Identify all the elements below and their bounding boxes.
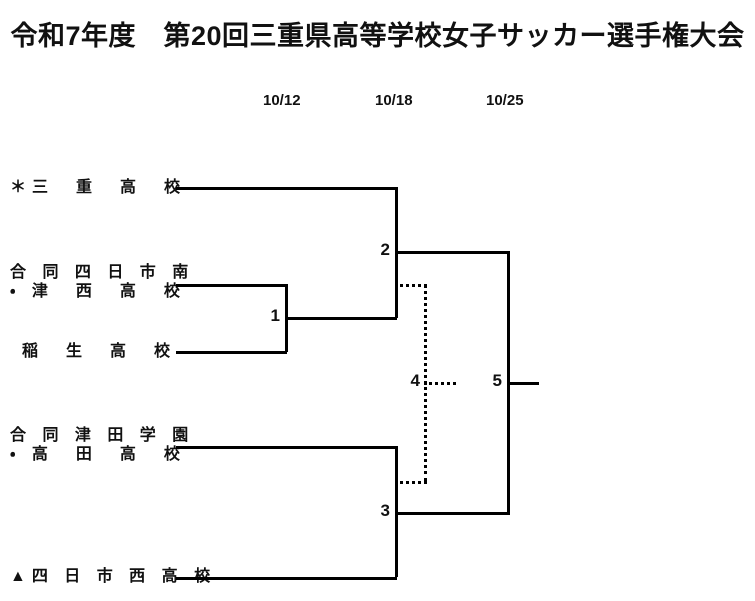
match-number-5: 5 [492,371,502,390]
team-yokkaichiminami-line1: 合 同 四 日 市 南 [10,264,195,281]
seed-star-icon: ＊ [10,179,33,196]
bracket-line-match-2-winner [395,251,510,254]
team-tsudagakuen-line2: ・ 高 田 高 校 [10,446,186,463]
bracket-line-yokkaichinishi-feed [176,577,397,580]
team-label-tsudagakuen-takada: 合 同 津 田 学 園 ・ 高 田 高 校 [10,426,195,464]
team-label-yokkaichiminami-tsunishi: 合 同 四 日 市 南 ・ 津 西 高 校 [10,263,195,301]
match-number-1: 1 [270,306,280,325]
round-date-3: 10/25 [486,92,524,109]
team-inou-line1: 稲 生 高 校 [21,343,176,360]
team-yokkaichiminami-line2: ・ 津 西 高 校 [10,283,186,300]
team-yokkaichinishi-line1: ▲四 日 市 西 高 校 [10,568,217,585]
seed-triangle-icon: ▲ [10,568,32,585]
round-date-1: 10/12 [263,92,301,109]
team-label-yokkaichinishi: ▲四 日 市 西 高 校 [10,567,217,586]
bracket-line-yokkaichiminami-feed [176,284,287,287]
team-label-mie: ＊三 重 高 校 [10,178,187,197]
round-date-2: 10/18 [375,92,413,109]
match-number-3: 3 [380,501,390,520]
bracket-line-match-3-loser [395,481,427,484]
bracket-line-match-3-winner [395,512,510,515]
bracket-line-champion [507,382,539,385]
bracket-line-tsudagakuen-feed [176,446,397,449]
bracket-connector-match-3 [395,446,398,577]
match-number-4: 4 [410,371,420,390]
bracket-line-inou-feed [176,351,287,354]
bracket-line-mie-feed [176,187,397,190]
bracket-line-match-4-winner [424,382,456,385]
bracket-line-match-1-winner [285,317,397,320]
match-number-2: 2 [380,240,390,259]
team-tsudagakuen-line1: 合 同 津 田 学 園 [10,427,195,444]
page-title: 令和7年度 第20回三重県高等学校女子サッカー選手権大会 [10,21,745,51]
team-mie-line1: ＊三 重 高 校 [10,179,187,196]
team-label-inou: 稲 生 高 校 [10,342,176,361]
bracket-line-match-2-loser [395,284,427,287]
